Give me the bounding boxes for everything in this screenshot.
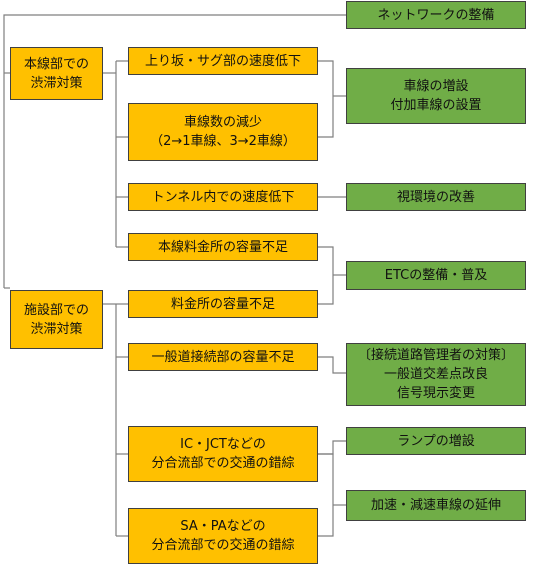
measure-etc: ETCの整備・普及 bbox=[346, 261, 526, 290]
cause-uphill-sag: 上り坂・サグ部の速度低下 bbox=[128, 47, 318, 75]
category-mainline: 本線部での 渋滞対策 bbox=[10, 47, 103, 100]
measure-add-lanes: 車線の増設 付加車線の設置 bbox=[346, 68, 526, 124]
cause-tunnel: トンネル内での速度低下 bbox=[128, 183, 318, 211]
cause-lane-reduction: 車線数の減少 （2→1車線、3→2車線） bbox=[128, 103, 318, 161]
connector-to-etc bbox=[318, 246, 334, 305]
connector-to-ramp bbox=[318, 440, 346, 455]
connector-to-road-admin bbox=[318, 356, 346, 374]
category-facility: 施設部での 渋滞対策 bbox=[10, 290, 103, 349]
cause-general-road: 一般道接続部の容量不足 bbox=[128, 343, 318, 371]
measure-visibility: 視環境の改善 bbox=[346, 183, 526, 211]
connector-trunk bbox=[3, 14, 346, 288]
measure-road-admin: 〔接続道路管理者の対策〕 一般道交差点改良 信号現示変更 bbox=[346, 343, 526, 406]
measure-accel-decel: 加速・減速車線の延伸 bbox=[346, 490, 526, 521]
measure-ramp: ランプの増設 bbox=[346, 427, 526, 455]
connector-to-accel-decel bbox=[318, 453, 334, 537]
cause-tollgate: 料金所の容量不足 bbox=[128, 290, 318, 318]
cause-ic-jct: IC・JCTなどの 分合流部での交通の錯綜 bbox=[128, 426, 318, 482]
cause-sa-pa: SA・PAなどの 分合流部での交通の錯綜 bbox=[128, 508, 318, 564]
connector-to-add-lanes bbox=[318, 60, 334, 138]
measure-network: ネットワークの整備 bbox=[346, 1, 526, 29]
cause-mainline-toll: 本線料金所の容量不足 bbox=[128, 233, 318, 261]
